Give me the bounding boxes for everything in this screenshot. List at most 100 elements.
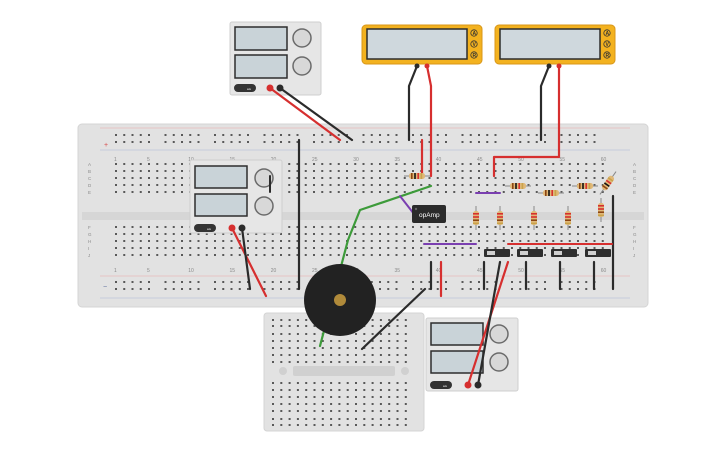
rail-hole	[387, 281, 390, 283]
breadboard-hole	[321, 177, 324, 179]
resistor[interactable]	[531, 206, 537, 230]
wire-purple[interactable]	[399, 195, 415, 215]
breadboard-hole	[330, 347, 333, 349]
breadboard-hole	[263, 247, 266, 249]
breadboard-hole	[263, 233, 266, 235]
breadboard-hole	[272, 333, 274, 335]
wire-red[interactable]	[492, 64, 561, 178]
breadboard-hole	[379, 177, 381, 179]
resistor[interactable]	[598, 198, 604, 222]
switch-slider[interactable]	[487, 251, 495, 255]
breadboard-hole	[313, 354, 316, 356]
multimeter-button-a[interactable]	[603, 29, 611, 37]
slide-switch[interactable]	[585, 249, 611, 257]
row-letter: A	[88, 162, 91, 167]
wire-black[interactable]	[407, 64, 419, 142]
rail-hole	[395, 288, 398, 290]
resistor[interactable]	[404, 173, 430, 179]
current-knob[interactable]	[292, 56, 312, 76]
current-knob[interactable]	[489, 352, 509, 372]
power-supply-bottom[interactable]: on	[425, 317, 519, 392]
breadboard-hole	[156, 247, 159, 249]
multimeter-button-a[interactable]	[470, 29, 478, 37]
resistor[interactable]	[572, 183, 598, 189]
wire-black[interactable]	[360, 287, 427, 351]
wire-black[interactable]	[240, 226, 252, 291]
breadboard-hole	[568, 177, 571, 179]
small-breadboard[interactable]	[263, 312, 425, 432]
resistor[interactable]	[497, 206, 503, 230]
rail-hole	[181, 134, 183, 136]
resistor[interactable]	[473, 206, 479, 230]
breadboard-hole	[288, 233, 291, 235]
switch-slider[interactable]	[554, 251, 562, 255]
piezo-buzzer[interactable]	[304, 264, 376, 336]
multimeter-button-r[interactable]	[603, 51, 611, 59]
wires[interactable]	[230, 64, 615, 387]
breadboard-hole	[181, 177, 183, 179]
breadboard-hole	[379, 247, 381, 249]
multimeter-button-v[interactable]	[470, 40, 478, 48]
breadboard-hole	[338, 347, 341, 349]
resistor[interactable]	[538, 190, 564, 196]
row-letter: B	[633, 169, 636, 174]
breadboard-hole	[172, 240, 175, 242]
breadboard-hole	[494, 184, 497, 186]
breadboard-hole	[461, 184, 464, 186]
breadboard-hole	[329, 177, 332, 179]
multimeter-2[interactable]: A V R	[494, 24, 616, 69]
wire-black[interactable]	[278, 86, 354, 142]
power-supply-middle[interactable]: on	[189, 159, 283, 234]
rail-hole	[412, 141, 414, 143]
power-button[interactable]	[234, 84, 256, 92]
breadboard-hole	[346, 403, 349, 405]
power-button[interactable]	[194, 224, 216, 232]
current-knob[interactable]	[254, 196, 274, 216]
slide-switch[interactable]	[484, 249, 510, 257]
multimeter-button-r[interactable]	[470, 51, 478, 59]
column-number: 35	[395, 268, 401, 274]
power-supply-top[interactable]: on	[229, 21, 322, 96]
breadboard-hole	[164, 163, 167, 165]
wire-red[interactable]	[268, 86, 342, 142]
rail-hole	[337, 141, 340, 143]
breadboard-hole	[387, 233, 390, 235]
voltage-knob[interactable]	[489, 324, 509, 344]
opamp-chip[interactable]: opAmp	[412, 205, 446, 223]
breadboard-hole	[486, 177, 489, 179]
switch-slider[interactable]	[520, 251, 528, 255]
rail-hole	[288, 141, 291, 143]
breadboard-hole	[139, 177, 142, 179]
wire-black[interactable]	[539, 64, 551, 142]
resistor[interactable]	[565, 206, 571, 230]
breadboard-hole	[527, 184, 530, 186]
breadboard-hole	[337, 170, 340, 172]
wire-red[interactable]	[230, 226, 268, 298]
power-button[interactable]	[430, 381, 452, 389]
resistor[interactable]	[598, 170, 619, 196]
breadboard-hole	[181, 163, 183, 165]
breadboard-hole	[305, 424, 308, 426]
slide-switch[interactable]	[517, 249, 543, 257]
wire-black[interactable]	[476, 260, 502, 387]
breadboard-hole	[355, 424, 357, 426]
resistors[interactable]	[404, 170, 618, 230]
breadboard-hole	[123, 191, 126, 193]
voltage-knob[interactable]	[254, 168, 274, 188]
switch-slider[interactable]	[588, 251, 596, 255]
breadboard-hole	[304, 240, 307, 242]
breadboard-hole	[247, 240, 249, 242]
voltage-knob[interactable]	[292, 28, 312, 48]
multimeter-button-v[interactable]	[603, 40, 611, 48]
breadboard-hole	[305, 354, 308, 356]
breadboard-hole	[197, 254, 200, 256]
multimeter-1[interactable]: A V R	[361, 24, 483, 69]
resistor[interactable]	[505, 183, 531, 189]
multimeter-button-v-label: V	[473, 42, 477, 48]
slide-switch[interactable]	[551, 249, 577, 257]
rail-hole	[577, 134, 579, 136]
switches[interactable]	[484, 249, 611, 257]
wire-red[interactable]	[425, 64, 433, 178]
breadboard-hole	[139, 163, 142, 165]
